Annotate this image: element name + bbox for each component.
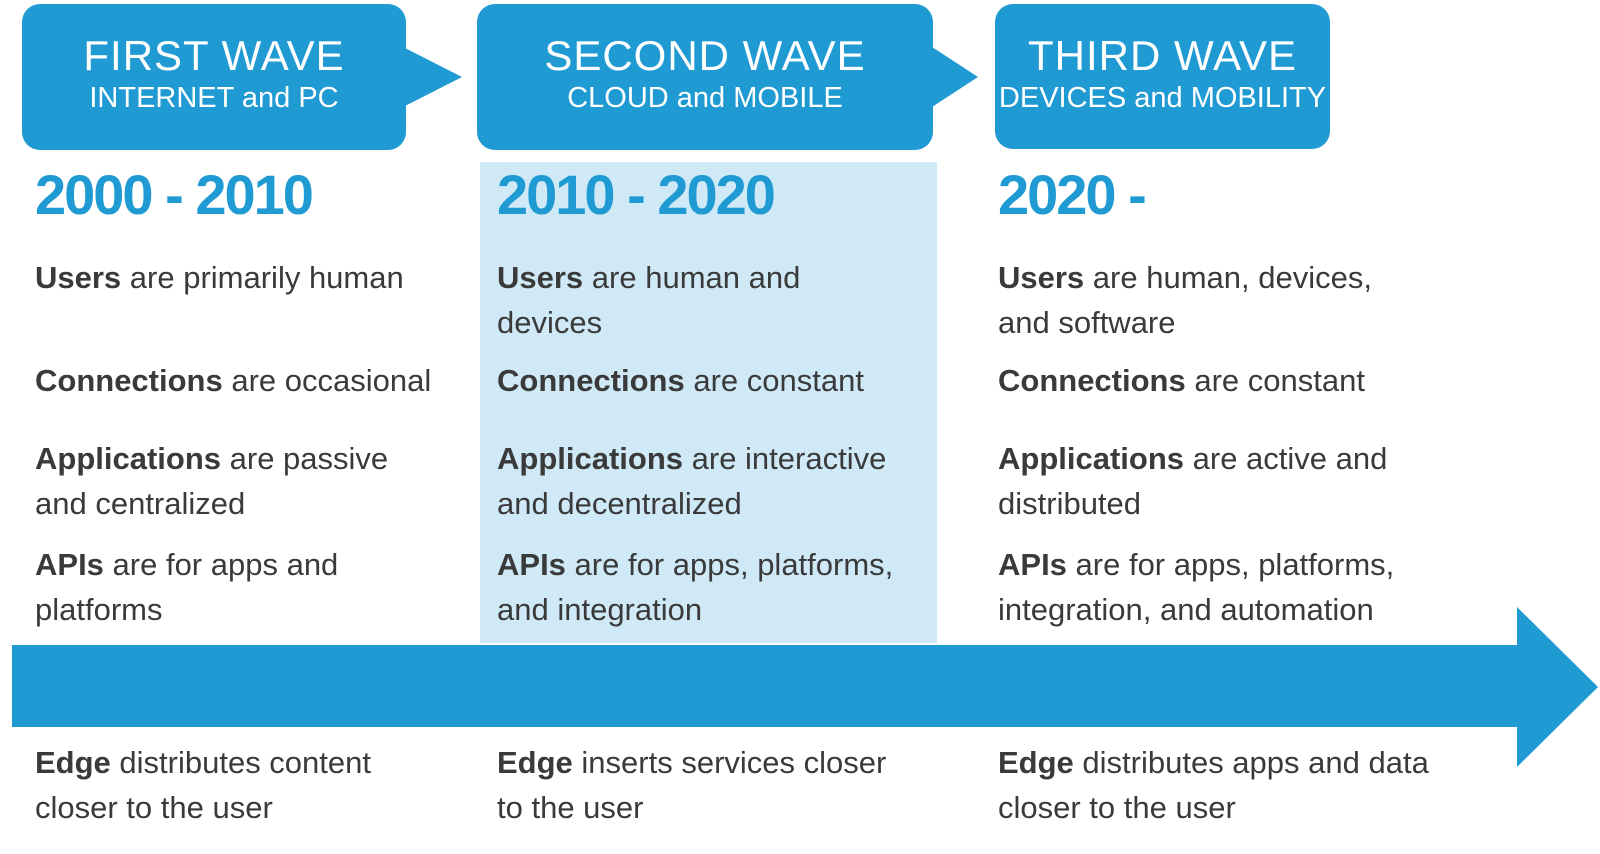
header-box-third-wave: THIRD WAVE DEVICES and MOBILITY bbox=[995, 4, 1330, 149]
fact-connections: Connections are constant bbox=[998, 358, 1365, 403]
wave-subtitle: INTERNET and PC bbox=[89, 82, 339, 114]
fact-text-line2: closer to the user bbox=[35, 790, 273, 825]
fact-applications: Applications are active and distributed bbox=[998, 436, 1387, 526]
fact-text: distributes content bbox=[110, 745, 371, 780]
fact-text-line2: and software bbox=[998, 305, 1176, 340]
fact-text: are human and bbox=[583, 260, 801, 295]
fact-applications: Applications are passive and centralized bbox=[35, 436, 388, 526]
fact-term: Edge bbox=[998, 745, 1074, 780]
fact-text: inserts services closer bbox=[572, 745, 887, 780]
fact-term: Users bbox=[998, 260, 1085, 295]
fact-apis: APIs are for apps, platforms, and integr… bbox=[497, 542, 893, 632]
fact-text: are constant bbox=[684, 363, 864, 398]
fact-text-line2: closer to the user bbox=[998, 790, 1236, 825]
wave-title: THIRD WAVE bbox=[1028, 32, 1297, 79]
wave-subtitle: CLOUD and MOBILE bbox=[567, 82, 843, 114]
fact-term: Connections bbox=[497, 363, 685, 398]
wave-subtitle: DEVICES and MOBILITY bbox=[998, 82, 1327, 114]
timeline-arrow-band bbox=[12, 645, 1518, 727]
fact-applications: Applications are interactive and decentr… bbox=[497, 436, 886, 526]
fact-text: are passive bbox=[221, 441, 389, 476]
fact-text: are constant bbox=[1185, 363, 1365, 398]
fact-text: are occasional bbox=[222, 363, 432, 398]
fact-edge: Edge inserts services closer to the user bbox=[497, 740, 886, 830]
fact-text: are for apps, platforms, bbox=[565, 547, 894, 582]
fact-term: Applications bbox=[998, 441, 1185, 476]
fact-text: are human, devices, bbox=[1084, 260, 1372, 295]
fact-text: are interactive bbox=[683, 441, 887, 476]
fact-apis: APIs are for apps, platforms, integratio… bbox=[998, 542, 1394, 632]
fact-term: Applications bbox=[497, 441, 684, 476]
fact-text-line2: platforms bbox=[35, 592, 163, 627]
fact-text-line2: and integration bbox=[497, 592, 703, 627]
fact-edge: Edge distributes apps and data closer to… bbox=[998, 740, 1429, 830]
fact-term: Users bbox=[497, 260, 584, 295]
arrow-pointer-icon bbox=[932, 47, 978, 107]
fact-apis: APIs are for apps and platforms bbox=[35, 542, 338, 632]
period-first-wave: 2000 - 2010 bbox=[35, 163, 314, 226]
fact-users: Users are human, devices, and software bbox=[998, 255, 1372, 345]
fact-term: APIs bbox=[35, 547, 104, 582]
fact-term: Connections bbox=[35, 363, 223, 398]
arrow-pointer-icon bbox=[405, 48, 462, 106]
fact-text: are primarily human bbox=[121, 260, 404, 295]
fact-term: Users bbox=[35, 260, 122, 295]
fact-term: Edge bbox=[35, 745, 111, 780]
fact-connections: Connections are constant bbox=[497, 358, 864, 403]
wave-title: FIRST WAVE bbox=[83, 32, 345, 79]
fact-text: are active and bbox=[1184, 441, 1388, 476]
fact-text: are for apps and bbox=[103, 547, 339, 582]
period-second-wave: 2010 - 2020 bbox=[497, 163, 776, 226]
timeline-arrow-head-icon bbox=[1517, 607, 1598, 767]
fact-text: are for apps, platforms, bbox=[1066, 547, 1395, 582]
fact-term: Connections bbox=[998, 363, 1186, 398]
fact-connections: Connections are occasional bbox=[35, 358, 431, 403]
header-box-second-wave: SECOND WAVE CLOUD and MOBILE bbox=[477, 4, 933, 150]
fact-text-line2: and centralized bbox=[35, 486, 246, 521]
fact-text-line2: distributed bbox=[998, 486, 1142, 521]
fact-text-line2: and decentralized bbox=[497, 486, 742, 521]
fact-edge: Edge distributes content closer to the u… bbox=[35, 740, 371, 830]
fact-text-line2: to the user bbox=[497, 790, 644, 825]
fact-users: Users are primarily human bbox=[35, 255, 404, 300]
fact-term: Applications bbox=[35, 441, 222, 476]
second-wave-highlight-panel bbox=[480, 162, 937, 643]
fact-text-line2: integration, and automation bbox=[998, 592, 1374, 627]
wave-title: SECOND WAVE bbox=[544, 32, 866, 79]
fact-users: Users are human and devices bbox=[497, 255, 800, 345]
fact-text-line2: devices bbox=[497, 305, 603, 340]
fact-text: distributes apps and data bbox=[1073, 745, 1429, 780]
header-box-first-wave: FIRST WAVE INTERNET and PC bbox=[22, 4, 406, 150]
period-third-wave: 2020 - bbox=[998, 163, 1147, 226]
fact-term: APIs bbox=[497, 547, 566, 582]
fact-term: Edge bbox=[497, 745, 573, 780]
fact-term: APIs bbox=[998, 547, 1067, 582]
